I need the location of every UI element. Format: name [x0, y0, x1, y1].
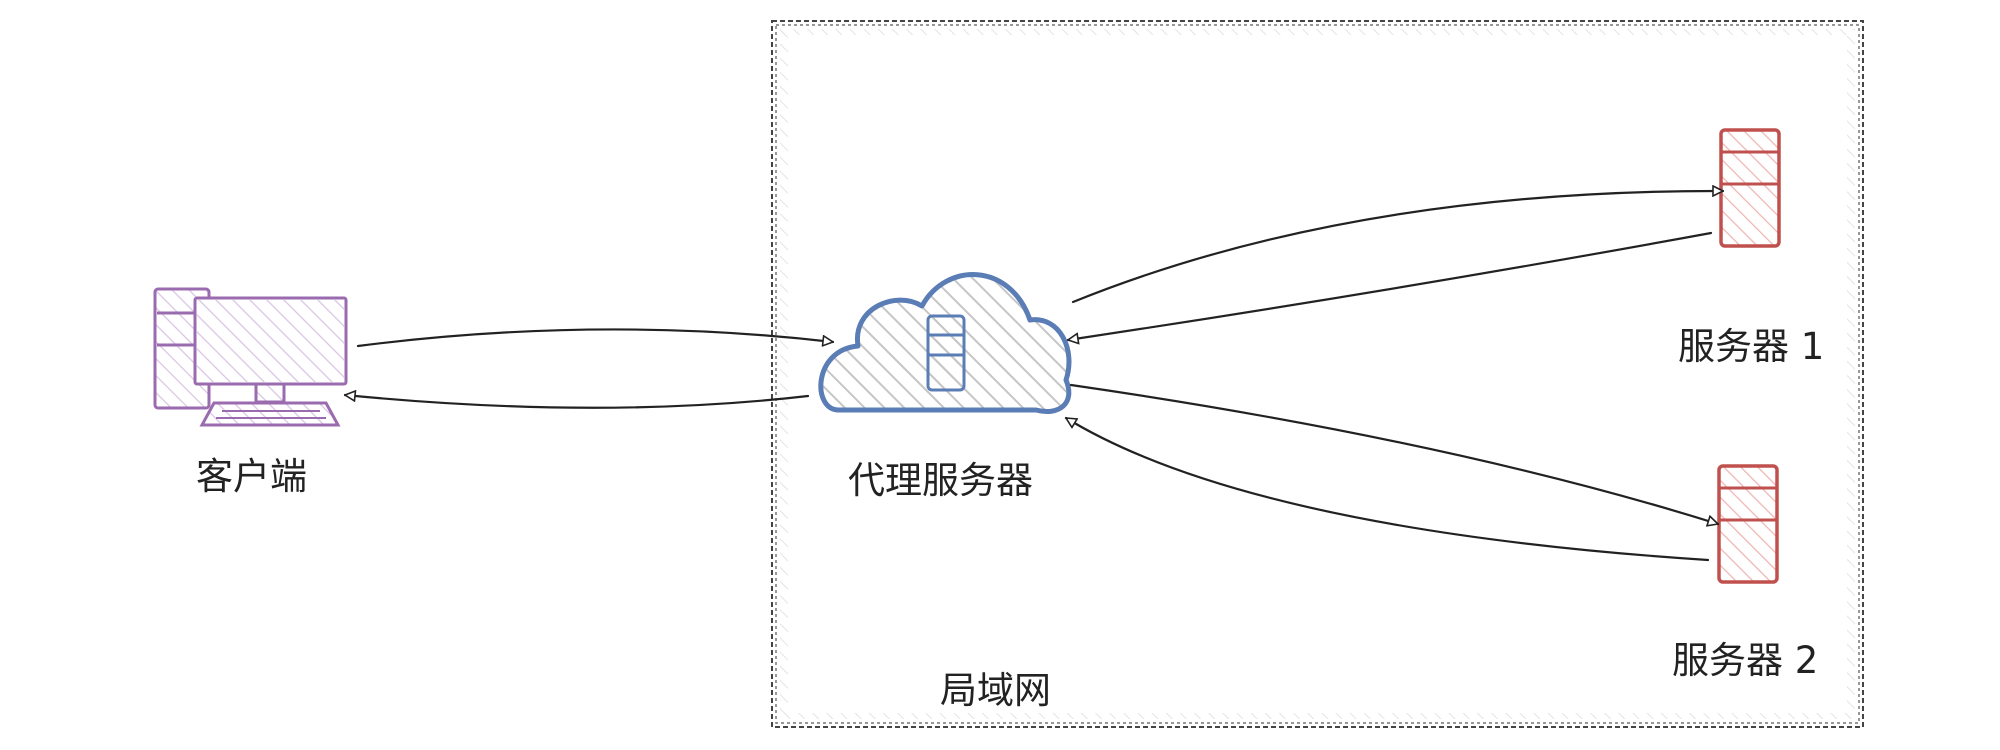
- edge-server2-to-proxy: [1066, 416, 1710, 562]
- server-2-icon: [1717, 464, 1779, 584]
- desktop-computer-icon: [153, 287, 348, 427]
- client-label: 客户端: [196, 455, 307, 498]
- edge-proxy-to-client: [345, 395, 810, 409]
- lan-group-box: [771, 20, 1864, 728]
- cloud-server-icon: [818, 272, 1072, 414]
- proxy-server-label: 代理服务器: [848, 459, 1033, 502]
- edge-proxy-to-server1: [1071, 191, 1725, 304]
- server-1-icon: [1719, 128, 1781, 248]
- edge-server1-to-proxy: [1068, 231, 1713, 340]
- edge-proxy-to-server2: [1069, 383, 1718, 524]
- server-2-label: 服务器 2: [1672, 639, 1819, 682]
- edge-client-to-proxy: [356, 328, 833, 348]
- lan-group-label: 局域网: [940, 669, 1051, 712]
- server-1-label: 服务器 1: [1678, 325, 1825, 368]
